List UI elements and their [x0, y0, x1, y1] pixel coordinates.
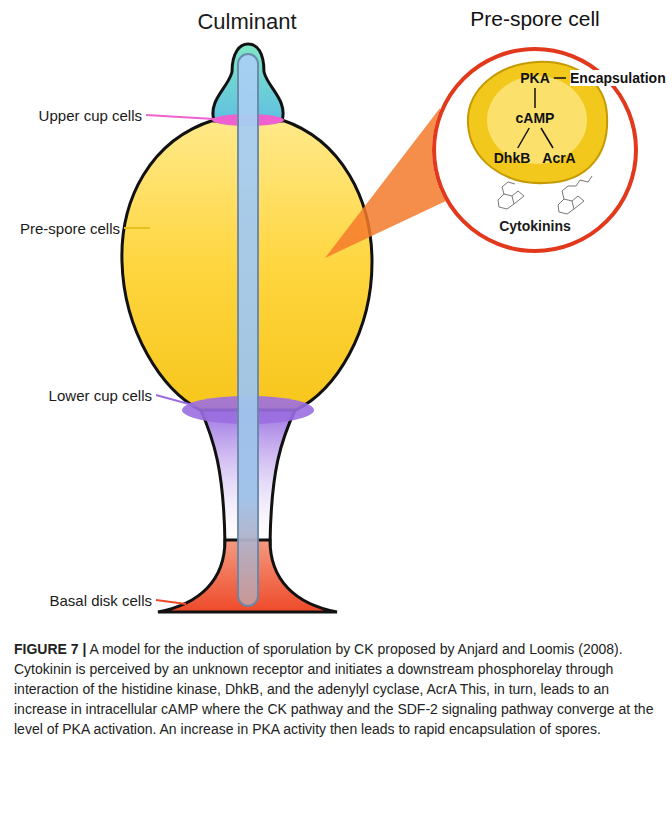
- zoom-wedge: [325, 108, 448, 258]
- region-label: Lower cup cells: [49, 387, 152, 404]
- connector-line: [518, 128, 530, 148]
- connector-line: [534, 88, 536, 108]
- node-text: PKA: [520, 70, 550, 86]
- protein-label: AcrA: [539, 149, 578, 167]
- node-text: cAMP: [516, 110, 555, 126]
- molecule-label: Cytokinins: [499, 218, 571, 234]
- cytokinin-molecule: [498, 176, 592, 214]
- zoom-circle: Pre-spore cellPKAEncapsulationcAMPDhkBAc…: [432, 47, 638, 253]
- figure-caption: FIGURE 7 | A model for the induction of …: [14, 640, 658, 739]
- signal-molecule: cAMP: [513, 109, 558, 127]
- node-text: DhkB: [494, 150, 531, 166]
- figure-heading: Culminant: [197, 9, 296, 35]
- leader-line: [146, 115, 214, 119]
- protein-label: DhkB: [491, 149, 534, 167]
- panel-heading: Pre-spore cell: [432, 7, 638, 31]
- connector-line: [554, 77, 566, 79]
- signal-molecule: PKA: [517, 69, 553, 87]
- leader-line: [156, 600, 186, 604]
- connector-line: [541, 128, 553, 148]
- leader-line: [124, 227, 150, 229]
- region-label: Pre-spore cells: [20, 220, 120, 237]
- process-label: Encapsulation: [567, 69, 669, 87]
- region-label: Upper cup cells: [39, 107, 142, 124]
- region-label: Basal disk cells: [49, 592, 152, 609]
- node-text: AcrA: [542, 150, 575, 166]
- node-text: Encapsulation: [570, 70, 666, 86]
- stalk-tube: [238, 54, 258, 606]
- leader-line: [156, 395, 196, 406]
